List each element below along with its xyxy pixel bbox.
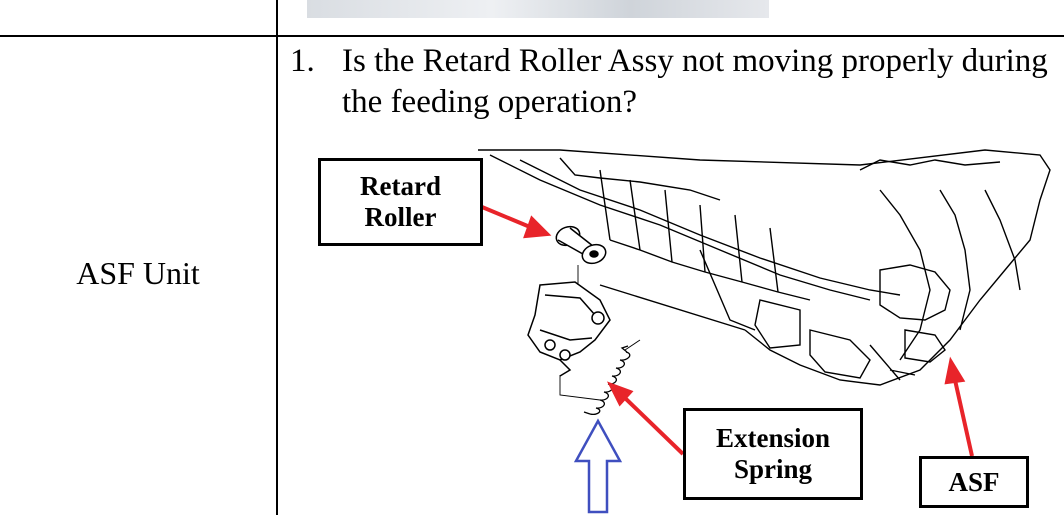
part-name-cell: ASF Unit — [76, 255, 200, 291]
callout-arrows — [481, 205, 974, 457]
extension-spring-callout: Extension Spring — [683, 408, 863, 500]
check-step: 1. Is the Retard Roller Assy not moving … — [290, 41, 1060, 123]
roller-holder-drawing — [527, 281, 611, 377]
leader-lines — [559, 265, 641, 401]
asf-callout-text: ASF — [948, 466, 1000, 497]
up-arrow-icon — [573, 418, 623, 514]
step-question: Is the Retard Roller Assy not moving pro… — [342, 43, 1048, 120]
previous-row-photo — [307, 0, 769, 18]
retard-roller-drawing — [555, 225, 607, 265]
table-column-divider — [276, 0, 278, 515]
step-number: 1. — [290, 43, 315, 79]
retard-roller-callout: Retard Roller — [318, 158, 483, 246]
table-row-divider — [0, 35, 1064, 37]
asf-frame-drawing — [478, 149, 1051, 386]
asf-diagram — [478, 149, 1051, 514]
extension-spring-callout-text: Extension Spring — [715, 423, 831, 484]
asf-callout: ASF — [919, 456, 1029, 508]
retard-roller-callout-text: Retard Roller — [360, 171, 441, 232]
extension-spring-drawing — [583, 345, 631, 416]
